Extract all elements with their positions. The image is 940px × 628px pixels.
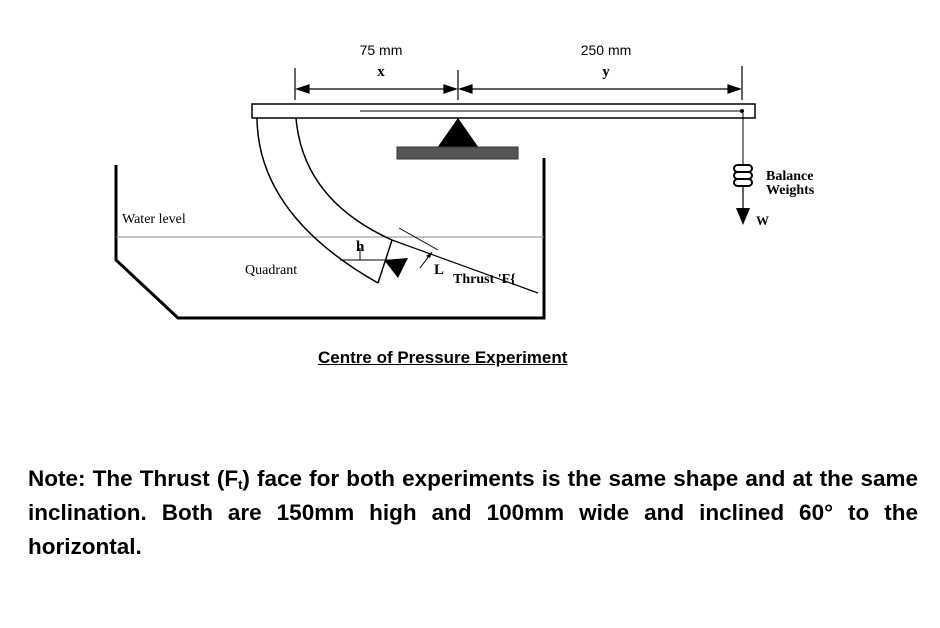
- balance-weights: [733, 113, 753, 225]
- h-label: h: [356, 239, 365, 255]
- balance-weights-label-2: Weights: [766, 183, 815, 198]
- dim-arrow: [727, 84, 742, 94]
- diagram-caption: Centre of Pressure Experiment: [318, 348, 568, 367]
- dim-x-value: 75 mm: [360, 42, 403, 58]
- l-label: L: [434, 262, 444, 278]
- weight-disc: [733, 178, 753, 187]
- w-label: W: [756, 213, 769, 228]
- note-prefix: Note: The Thrust (F: [28, 466, 239, 491]
- depth-h-marker: [340, 248, 389, 261]
- dimension-lines: [294, 66, 743, 100]
- dim-y-value: 250 mm: [581, 42, 632, 58]
- quadrant-label: Quadrant: [245, 263, 297, 278]
- balance-weights-label-1: Balance: [766, 169, 813, 184]
- dim-arrow: [295, 84, 310, 94]
- tank-outline: [114, 158, 546, 320]
- pivot-base: [396, 146, 519, 160]
- water-tank: [114, 158, 546, 320]
- pivot-support: [396, 118, 519, 160]
- thrust-indicator: [384, 227, 539, 294]
- dim-x-symbol: x: [377, 64, 385, 80]
- dim-y-symbol: y: [602, 64, 610, 80]
- weight-arrow-icon: [736, 208, 750, 225]
- note-suffix: ) face for both experiments is the same …: [28, 466, 918, 559]
- weight-disc: [733, 164, 753, 173]
- balance-arm: [251, 103, 756, 119]
- weight-disc: [733, 171, 753, 180]
- thrust-label: Thrust 'F{: [453, 272, 516, 287]
- water-level-label: Water level: [122, 212, 186, 227]
- note-subscript: t: [238, 477, 243, 492]
- note-text: Note: The Thrust (Ft) face for both expe…: [28, 462, 918, 564]
- quadrant: [256, 117, 393, 284]
- dim-arrow: [458, 84, 473, 94]
- pivot-triangle: [437, 118, 479, 148]
- dim-arrow: [443, 84, 458, 94]
- thrust-arrow-icon: [384, 258, 408, 278]
